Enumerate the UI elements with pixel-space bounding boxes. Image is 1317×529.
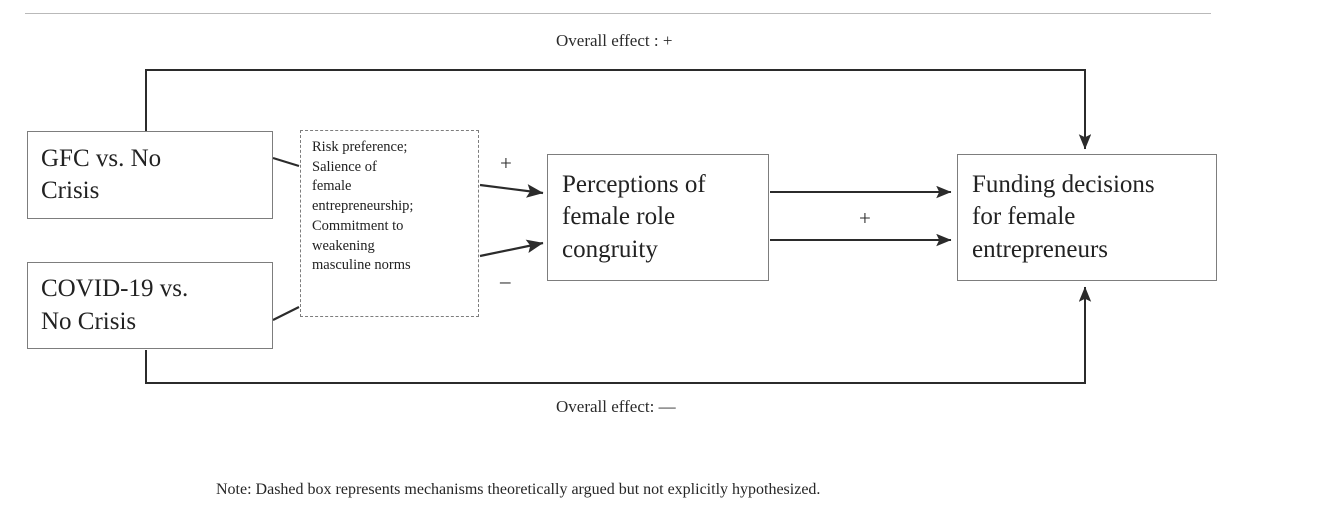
node-perceptions-of-female-role-congruity[interactable]: Perceptions of female role congruity (547, 154, 769, 281)
node-perceptions-label: Perceptions of female role congruity (562, 170, 706, 263)
label-sign-positive-middle: + (859, 206, 871, 230)
node-mechanisms-label: Risk preference; Salience of female entr… (312, 139, 414, 274)
node-covid-label: COVID-19 vs. No Crisis (41, 275, 189, 335)
edge-covid-to-mechanisms (272, 306, 300, 321)
label-sign-positive-upper: + (500, 151, 512, 175)
node-gfc-vs-no-crisis[interactable]: GFC vs. No Crisis (27, 131, 273, 219)
figure-note: Note: Dashed box represents mechanisms t… (216, 481, 821, 498)
label-overall-effect-top: Overall effect : + (556, 31, 673, 50)
node-funding-decisions-for-female-entrepreneurs[interactable]: Funding decisions for female entrepreneu… (957, 154, 1217, 281)
label-overall-effect-bottom: Overall effect: — (556, 397, 676, 416)
edge-gfc-to-funding-overall-positive (145, 69, 1092, 150)
label-sign-negative-lower: – (500, 269, 511, 293)
edge-mechanisms-to-perceptions-positive (479, 183, 544, 198)
edge-gfc-to-mechanisms (272, 156, 300, 168)
node-covid19-vs-no-crisis[interactable]: COVID-19 vs. No Crisis (27, 262, 273, 349)
node-gfc-label: GFC vs. No Crisis (41, 144, 162, 205)
node-funding-label: Funding decisions for female entrepreneu… (972, 170, 1155, 263)
node-mechanisms-dashed-box[interactable]: Risk preference; Salience of female entr… (300, 130, 479, 317)
edge-mechanisms-to-perceptions-negative (479, 239, 544, 258)
top-divider-rule (25, 13, 1211, 14)
edge-covid-to-funding-overall-negative (145, 286, 1092, 384)
